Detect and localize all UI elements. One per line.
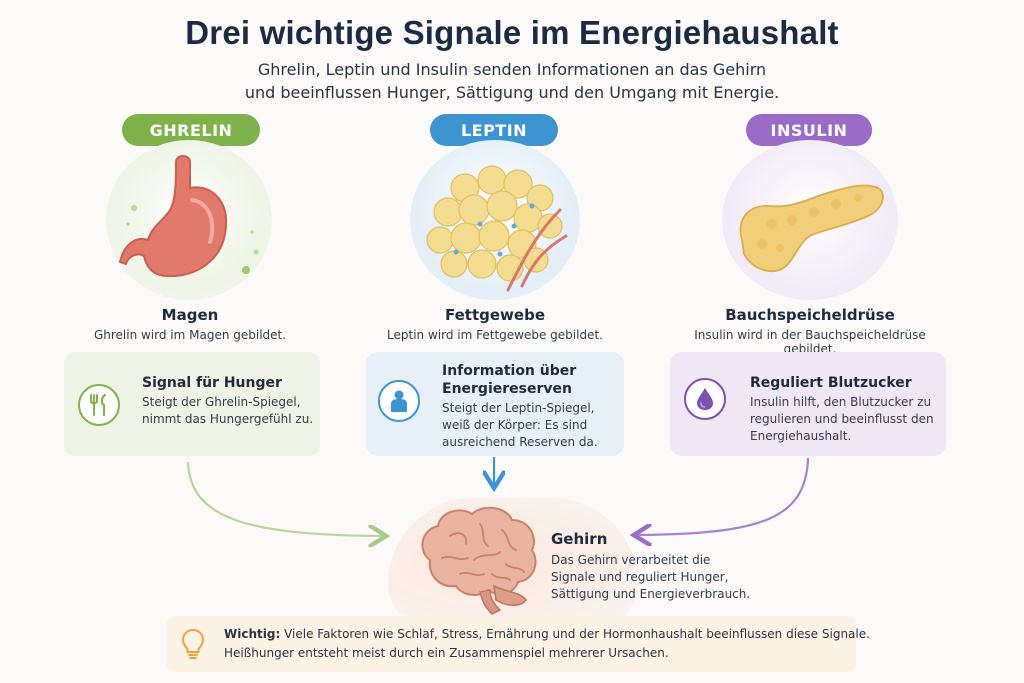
page-title: Drei wichtige Signale im Energiehaushalt bbox=[185, 14, 839, 51]
pancreas-icon bbox=[739, 184, 884, 273]
subtitle-line-1: Ghrelin, Leptin und Insulin senden Infor… bbox=[257, 60, 767, 79]
insulin-label: INSULIN bbox=[746, 114, 872, 146]
note-text-1: Viele Faktoren wie Schlaf, Stress, Ernäh… bbox=[284, 627, 870, 641]
note-text-2: Heißhunger entsteht meist durch ein Zusa… bbox=[224, 646, 669, 660]
person-icon bbox=[391, 390, 407, 412]
note-box: Wichtig: Viele Faktoren wie Schlaf, Stre… bbox=[166, 616, 870, 672]
fork-knife-icon bbox=[90, 393, 107, 417]
leptin-card: Information über Energiereserven Steigt … bbox=[366, 352, 624, 456]
fat-cells-icon bbox=[426, 165, 568, 292]
ghrelin-card: Signal für Hunger Steigt der Ghrelin-Spi… bbox=[64, 352, 320, 456]
insulin-icon-circle bbox=[684, 378, 726, 420]
brain-icon bbox=[421, 506, 537, 615]
note-line-1: Wichtig: Viele Faktoren wie Schlaf, Stre… bbox=[224, 625, 870, 643]
note-label: Wichtig: bbox=[224, 627, 281, 641]
brain-text-1: Das Gehirn verarbeitet die bbox=[551, 553, 711, 567]
lightbulb-icon bbox=[181, 628, 205, 659]
arrow-ghrelin-to-brain bbox=[186, 461, 384, 536]
brain-text-2: Signale und reguliert Hunger, bbox=[551, 570, 729, 584]
leptin-card-title-2: Energiereserven bbox=[442, 381, 572, 397]
pancreas-illustration bbox=[722, 140, 898, 300]
insulin-card-text-3: Energiehaushalt. bbox=[750, 429, 852, 443]
insulin-card-title: Reguliert Blutzucker bbox=[750, 375, 912, 391]
leptin-organ-desc: Leptin wird im Fettgewebe gebildet. bbox=[387, 328, 603, 342]
insulin-organ-title: Bauchspeicheldrüse bbox=[725, 306, 895, 324]
ghrelin-card-text-2: nimmt das Hungergefühl zu. bbox=[142, 412, 314, 426]
brain-text-3: Sättigung und Energieverbrauch. bbox=[551, 587, 751, 601]
drop-icon bbox=[697, 388, 713, 410]
insulin-card-text-1: Insulin hilft, den Blutzucker zu bbox=[750, 395, 932, 409]
insulin-card-text-2: regulieren und beeinflusst den bbox=[750, 412, 934, 426]
arrow-insulin-to-brain bbox=[636, 457, 810, 535]
ghrelin-organ-desc: Ghrelin wird im Magen gebildet. bbox=[93, 328, 287, 342]
ghrelin-card-title: Signal für Hunger bbox=[142, 375, 282, 391]
ghrelin-icon-circle bbox=[78, 384, 120, 426]
stomach-icon bbox=[118, 155, 259, 278]
leptin-card-title-1: Information über bbox=[442, 363, 577, 379]
fat-tissue-illustration bbox=[410, 140, 580, 300]
leptin-icon-circle bbox=[378, 380, 420, 422]
brain-title: Gehirn bbox=[551, 530, 608, 548]
leptin-organ-title: Fettgewebe bbox=[444, 306, 545, 324]
insulin-card: Reguliert Blutzucker Insulin hilft, den … bbox=[670, 352, 946, 456]
ghrelin-card-text-1: Steigt der Ghrelin-Spiegel, bbox=[142, 395, 301, 409]
leptin-card-text-2: weiß der Körper: Es sind bbox=[442, 418, 588, 432]
ghrelin-organ-title: Magen bbox=[161, 306, 219, 324]
leptin-card-text-1: Steigt der Leptin-Spiegel, bbox=[442, 401, 595, 415]
stomach-illustration bbox=[106, 140, 272, 300]
subtitle-line-2: und beeinflussen Hunger, Sättigung und d… bbox=[244, 83, 780, 102]
leptin-card-text-3: ausreichend Reserven da. bbox=[442, 435, 598, 449]
